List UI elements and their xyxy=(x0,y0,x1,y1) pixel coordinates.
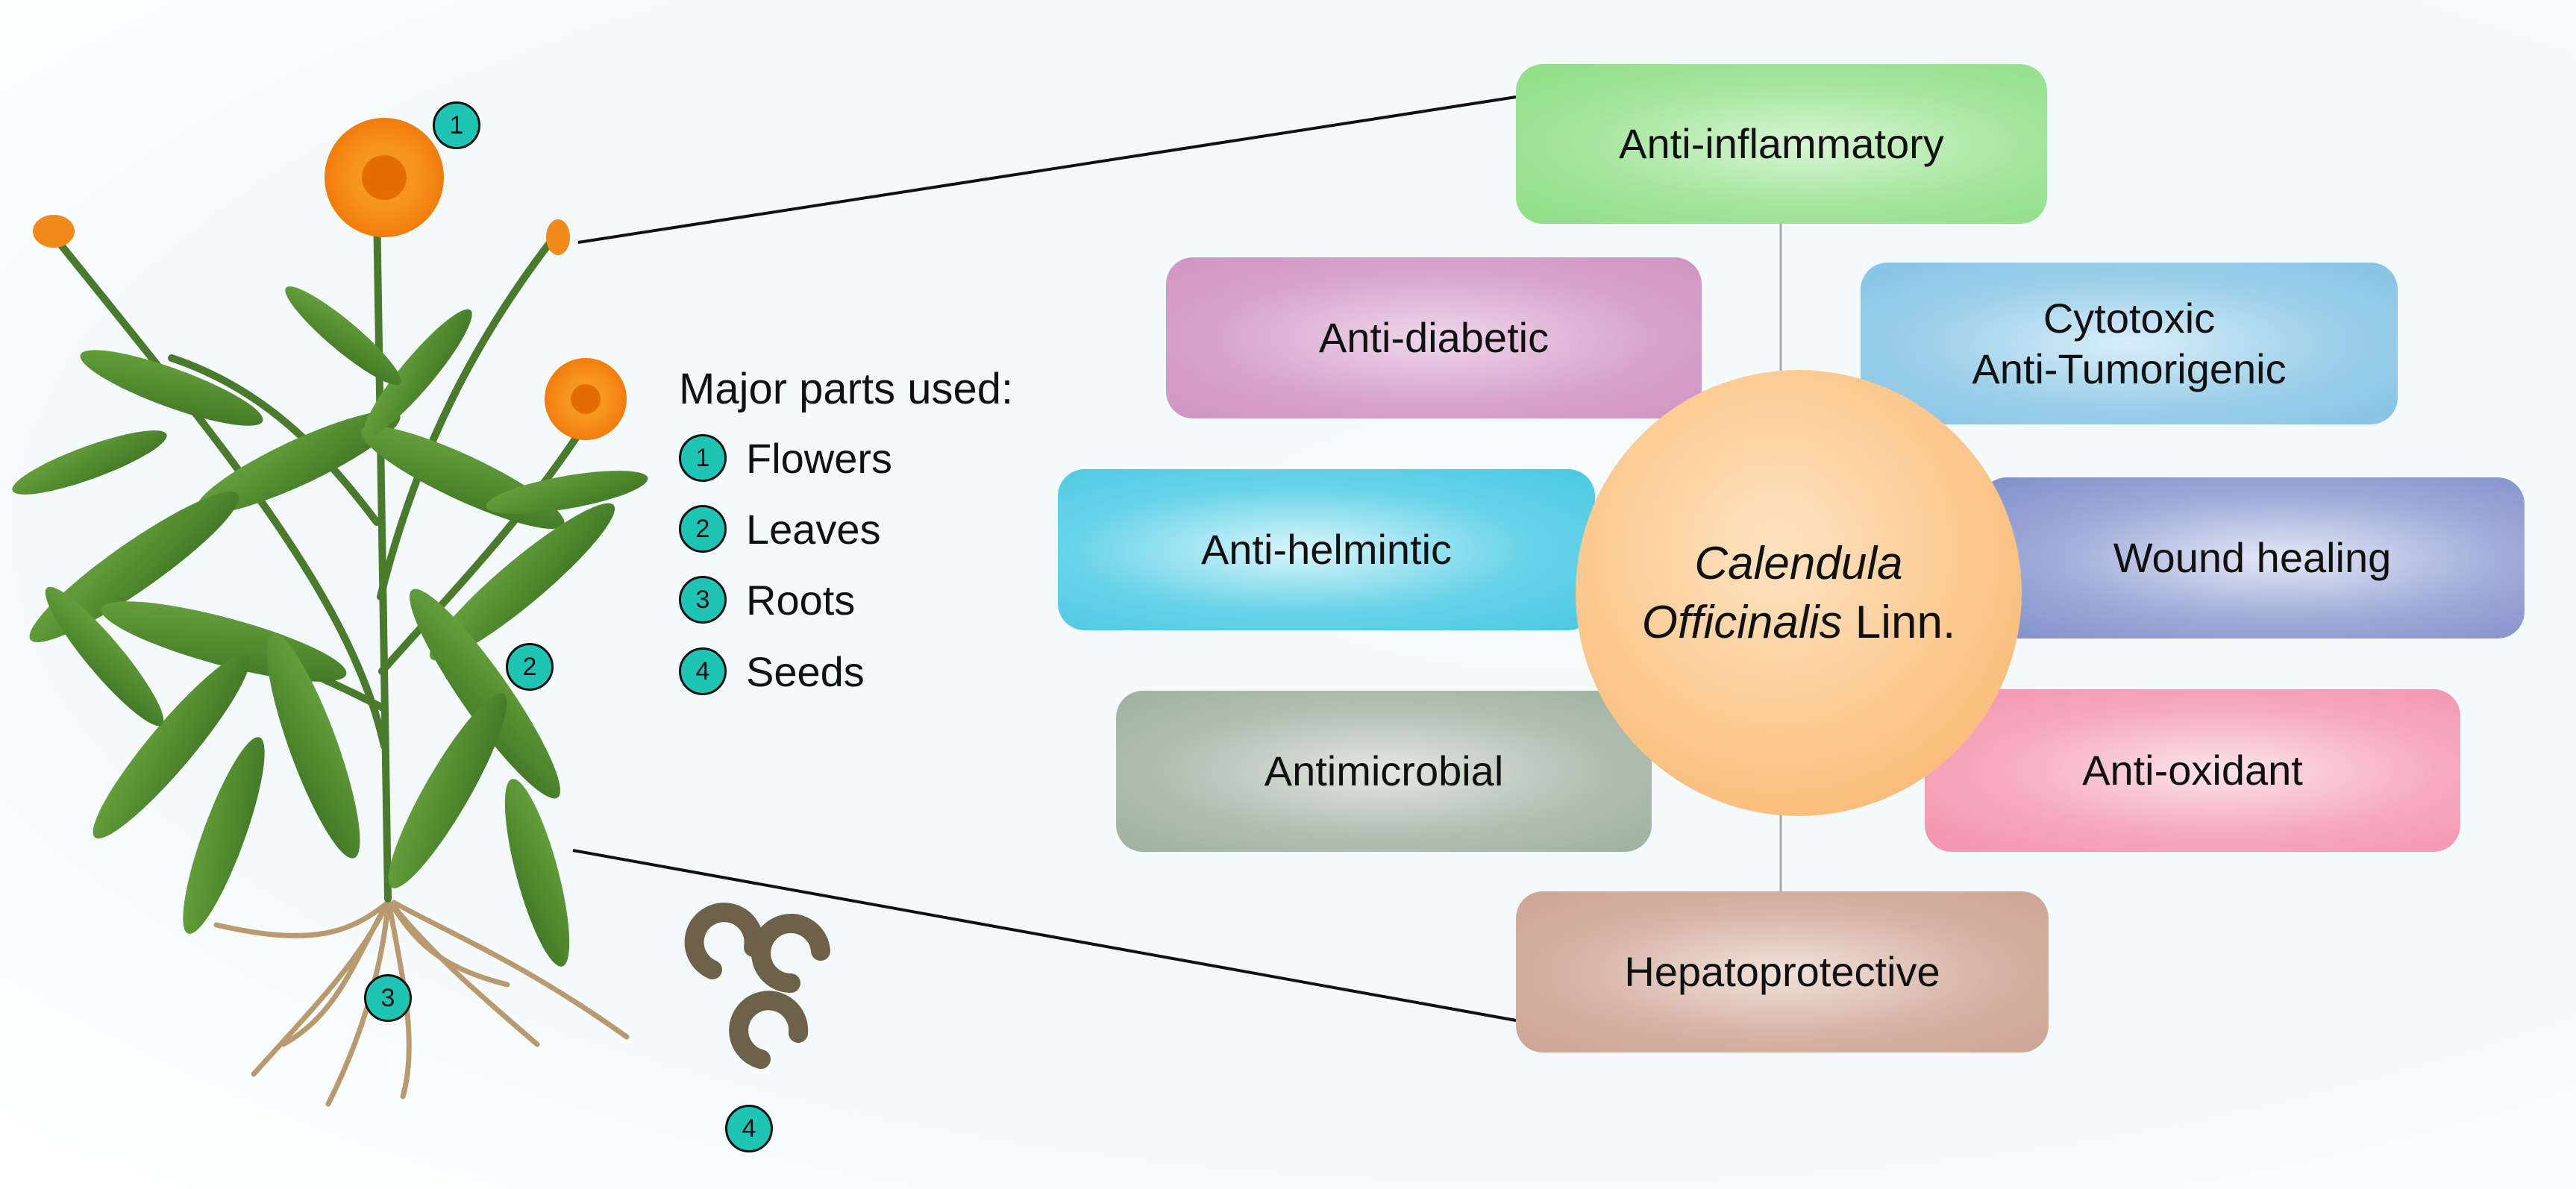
part-label: Leaves xyxy=(746,505,881,553)
center-circle: Calendula Officinalis Linn. xyxy=(1576,370,2022,816)
property-label: Anti-helmintic xyxy=(1200,526,1452,574)
part-number-badge: 1 xyxy=(679,434,727,482)
center-genus: Calendula xyxy=(1694,537,1903,589)
center-species: Officinalis xyxy=(1641,597,1843,648)
center-title-line1: Calendula xyxy=(1694,534,1902,593)
property-box-anti-helmintic: Anti-helmintic xyxy=(1058,469,1595,630)
part-number-badge: 4 xyxy=(679,647,727,695)
property-box-anti-oxidant: Anti-oxidant xyxy=(1925,689,2460,852)
property-box-anti-diabetic: Anti-diabetic xyxy=(1166,257,1702,418)
property-box-hepatoprotective: Hepatoprotective xyxy=(1516,891,2049,1052)
property-label: Anti-inflammatory xyxy=(1619,120,1944,168)
parts-title: Major parts used: xyxy=(679,365,1014,413)
part-item-leaves: 2 Leaves xyxy=(679,502,881,556)
part-label: Seeds xyxy=(746,647,865,695)
property-label: Cytotoxic Anti-Tumorigenic xyxy=(1972,295,2287,392)
part-item-flowers: 1 Flowers xyxy=(679,431,892,485)
property-box-antimicrobial: Antimicrobial xyxy=(1116,691,1652,852)
marker-seeds: 4 xyxy=(725,1105,773,1152)
center-authority: Linn. xyxy=(1842,597,1956,648)
part-label: Flowers xyxy=(746,434,893,482)
property-label: Antimicrobial xyxy=(1264,747,1504,795)
marker-flowers: 1 xyxy=(433,101,480,149)
part-item-roots: 3 Roots xyxy=(679,573,855,627)
property-box-wound-healing: Wound healing xyxy=(1980,477,2525,639)
part-label: Roots xyxy=(746,576,856,624)
property-label: Hepatoprotective xyxy=(1624,948,1940,996)
property-label: Anti-oxidant xyxy=(2082,747,2303,794)
marker-leaves: 2 xyxy=(506,643,554,691)
flowers xyxy=(33,118,627,440)
part-number-badge: 2 xyxy=(679,505,727,553)
property-box-anti-inflammatory: Anti-inflammatory xyxy=(1516,64,2047,224)
marker-roots: 3 xyxy=(364,974,412,1022)
leaves xyxy=(12,286,648,967)
center-title-line2: Officinalis Linn. xyxy=(1642,593,1955,652)
property-label: Anti-diabetic xyxy=(1318,314,1549,362)
seeds xyxy=(684,903,830,1069)
property-box-cytotoxic: Cytotoxic Anti-Tumorigenic xyxy=(1861,263,2398,424)
part-number-badge: 3 xyxy=(679,576,727,624)
part-item-seeds: 4 Seeds xyxy=(679,644,865,698)
property-label: Wound healing xyxy=(2113,534,2392,582)
